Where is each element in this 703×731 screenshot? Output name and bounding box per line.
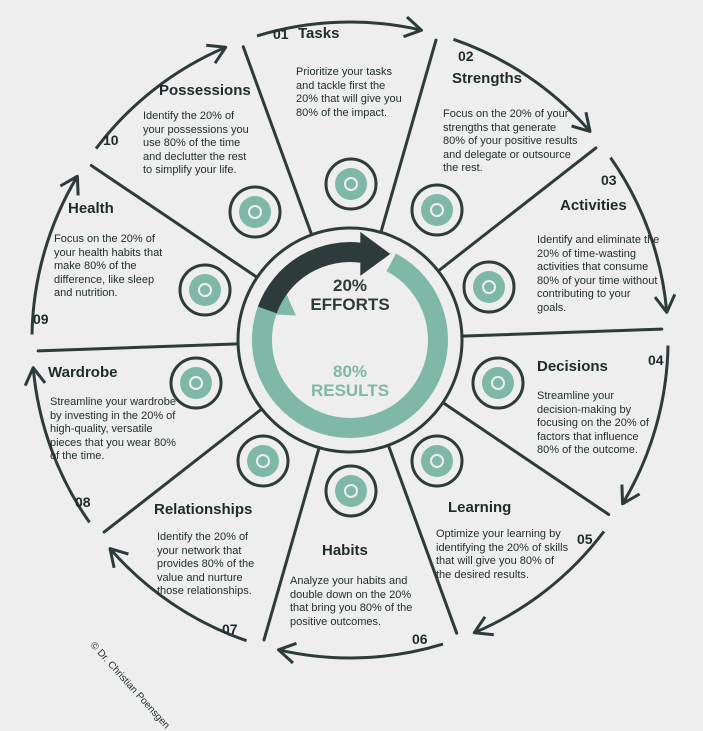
wheel-graphic bbox=[23, 15, 677, 665]
segment-04-number: 04 bbox=[648, 352, 664, 368]
center-efforts: 20% EFFORTS bbox=[290, 276, 410, 314]
results-label: RESULTS bbox=[310, 381, 390, 400]
segment-10-title: Possessions bbox=[159, 82, 251, 99]
handshake-icon bbox=[247, 445, 279, 477]
segment-04-text: Streamline your decision-making by focus… bbox=[537, 390, 649, 456]
segment-divider-7 bbox=[262, 446, 321, 642]
outer-arc-3 bbox=[609, 156, 669, 313]
results-percent: 80% bbox=[332, 362, 368, 381]
outer-arc-8 bbox=[31, 367, 91, 524]
arrowhead-8 bbox=[23, 366, 47, 387]
segment-02-title: Strengths bbox=[452, 70, 523, 87]
arrowhead-3 bbox=[653, 293, 677, 314]
outer-arc-7 bbox=[108, 547, 247, 643]
arrowhead-7 bbox=[108, 547, 129, 569]
segment-divider-3 bbox=[436, 146, 598, 273]
segment-01-title: Tasks bbox=[298, 25, 340, 42]
arrowhead-5 bbox=[472, 615, 494, 637]
segment-04-title: Decisions bbox=[537, 358, 608, 375]
segment-08-title: Wardrobe bbox=[48, 364, 118, 381]
outer-arc-10 bbox=[94, 45, 227, 150]
clipboard-icon-glyph bbox=[344, 177, 358, 191]
segment-07-title: Relationships bbox=[154, 501, 253, 518]
arrowhead-6 bbox=[277, 641, 298, 665]
arrowhead-4 bbox=[620, 484, 641, 506]
segment-03-number: 03 bbox=[601, 172, 617, 188]
segment-divider-6 bbox=[386, 443, 459, 635]
segment-02-text: Focus on the 20% of your strengths that … bbox=[443, 108, 578, 174]
segment-08-number: 08 bbox=[75, 494, 91, 510]
checkmark-icon-glyph bbox=[430, 454, 444, 468]
stopwatch-icon bbox=[473, 271, 505, 303]
segment-05-title: Learning bbox=[448, 499, 512, 516]
lamp-icon bbox=[239, 196, 271, 228]
outer-arc-6 bbox=[278, 642, 444, 660]
flexed-arm-icon-glyph bbox=[430, 203, 444, 217]
checkmark-icon bbox=[421, 445, 453, 477]
segment-10-number: 10 bbox=[103, 132, 119, 148]
segment-03-text: Identify and eliminate the 20% of time-w… bbox=[537, 234, 660, 314]
segment-09-title: Health bbox=[68, 200, 114, 217]
segment-divider-5 bbox=[441, 401, 611, 516]
segment-divider-9 bbox=[36, 342, 240, 353]
results-ring bbox=[251, 253, 448, 438]
thumbs-up-icon-glyph bbox=[344, 484, 358, 498]
stopwatch-icon-glyph bbox=[482, 280, 496, 294]
handshake-icon-glyph bbox=[256, 454, 270, 468]
segment-03-title: Activities bbox=[560, 197, 627, 214]
segment-divider-4 bbox=[460, 327, 664, 338]
outer-arc-1 bbox=[256, 20, 422, 38]
lamp-icon-glyph bbox=[248, 205, 262, 219]
segment-05-text: Optimize your learning by identifying th… bbox=[436, 528, 569, 581]
segment-divider-1 bbox=[241, 45, 314, 237]
brain-icon bbox=[482, 367, 514, 399]
segment-09-number: 09 bbox=[33, 311, 49, 327]
segment-09-text: Focus on the 20% of your health habits t… bbox=[54, 233, 163, 299]
segment-02-number: 02 bbox=[458, 48, 474, 64]
efforts-arc bbox=[257, 242, 364, 314]
segment-divider-10 bbox=[89, 164, 259, 279]
arrowhead-9 bbox=[59, 174, 80, 196]
outer-arc-9 bbox=[30, 175, 79, 335]
segment-06-title: Habits bbox=[322, 542, 368, 559]
clipboard-icon bbox=[335, 168, 367, 200]
thumbs-up-icon bbox=[335, 475, 367, 507]
brain-icon-glyph bbox=[491, 376, 505, 390]
outer-arc-5 bbox=[473, 530, 606, 635]
pareto-wheel: 20% EFFORTS 80% RESULTS 01 Tasks Priorit… bbox=[23, 15, 677, 731]
center-results: 80% RESULTS bbox=[290, 362, 410, 400]
efforts-label: EFFORTS bbox=[310, 295, 390, 314]
outer-arc-4 bbox=[621, 345, 670, 505]
segment-05-number: 05 bbox=[577, 531, 593, 547]
flexed-arm-icon bbox=[421, 194, 453, 226]
healthy-food-icon bbox=[189, 274, 221, 306]
shirt-icon bbox=[180, 367, 212, 399]
efforts-percent: 20% bbox=[332, 276, 368, 295]
segment-01-number: 01 bbox=[273, 26, 289, 42]
segment-divider-2 bbox=[379, 38, 438, 234]
segment-06-text: Analyze your habits and double down on t… bbox=[290, 575, 413, 628]
shirt-icon-glyph bbox=[189, 376, 203, 390]
healthy-food-icon-glyph bbox=[198, 283, 212, 297]
segment-07-text: Identify the 20% of your network that pr… bbox=[157, 531, 255, 597]
segment-07-number: 07 bbox=[222, 621, 238, 637]
segment-10-text: Identify the 20% of your possessions you… bbox=[143, 110, 249, 176]
outer-arc-2 bbox=[453, 37, 592, 133]
segment-08-text: Streamline your wardrobe by investing in… bbox=[50, 396, 176, 462]
segment-01-text: Prioritize your tasks and tackle first t… bbox=[296, 66, 402, 119]
arrowhead-10 bbox=[206, 43, 228, 65]
efforts-arrowhead bbox=[360, 231, 391, 276]
segment-divider-8 bbox=[102, 407, 264, 534]
arrowhead-2 bbox=[571, 111, 592, 133]
arrowhead-1 bbox=[402, 15, 423, 39]
segment-06-number: 06 bbox=[412, 631, 428, 647]
